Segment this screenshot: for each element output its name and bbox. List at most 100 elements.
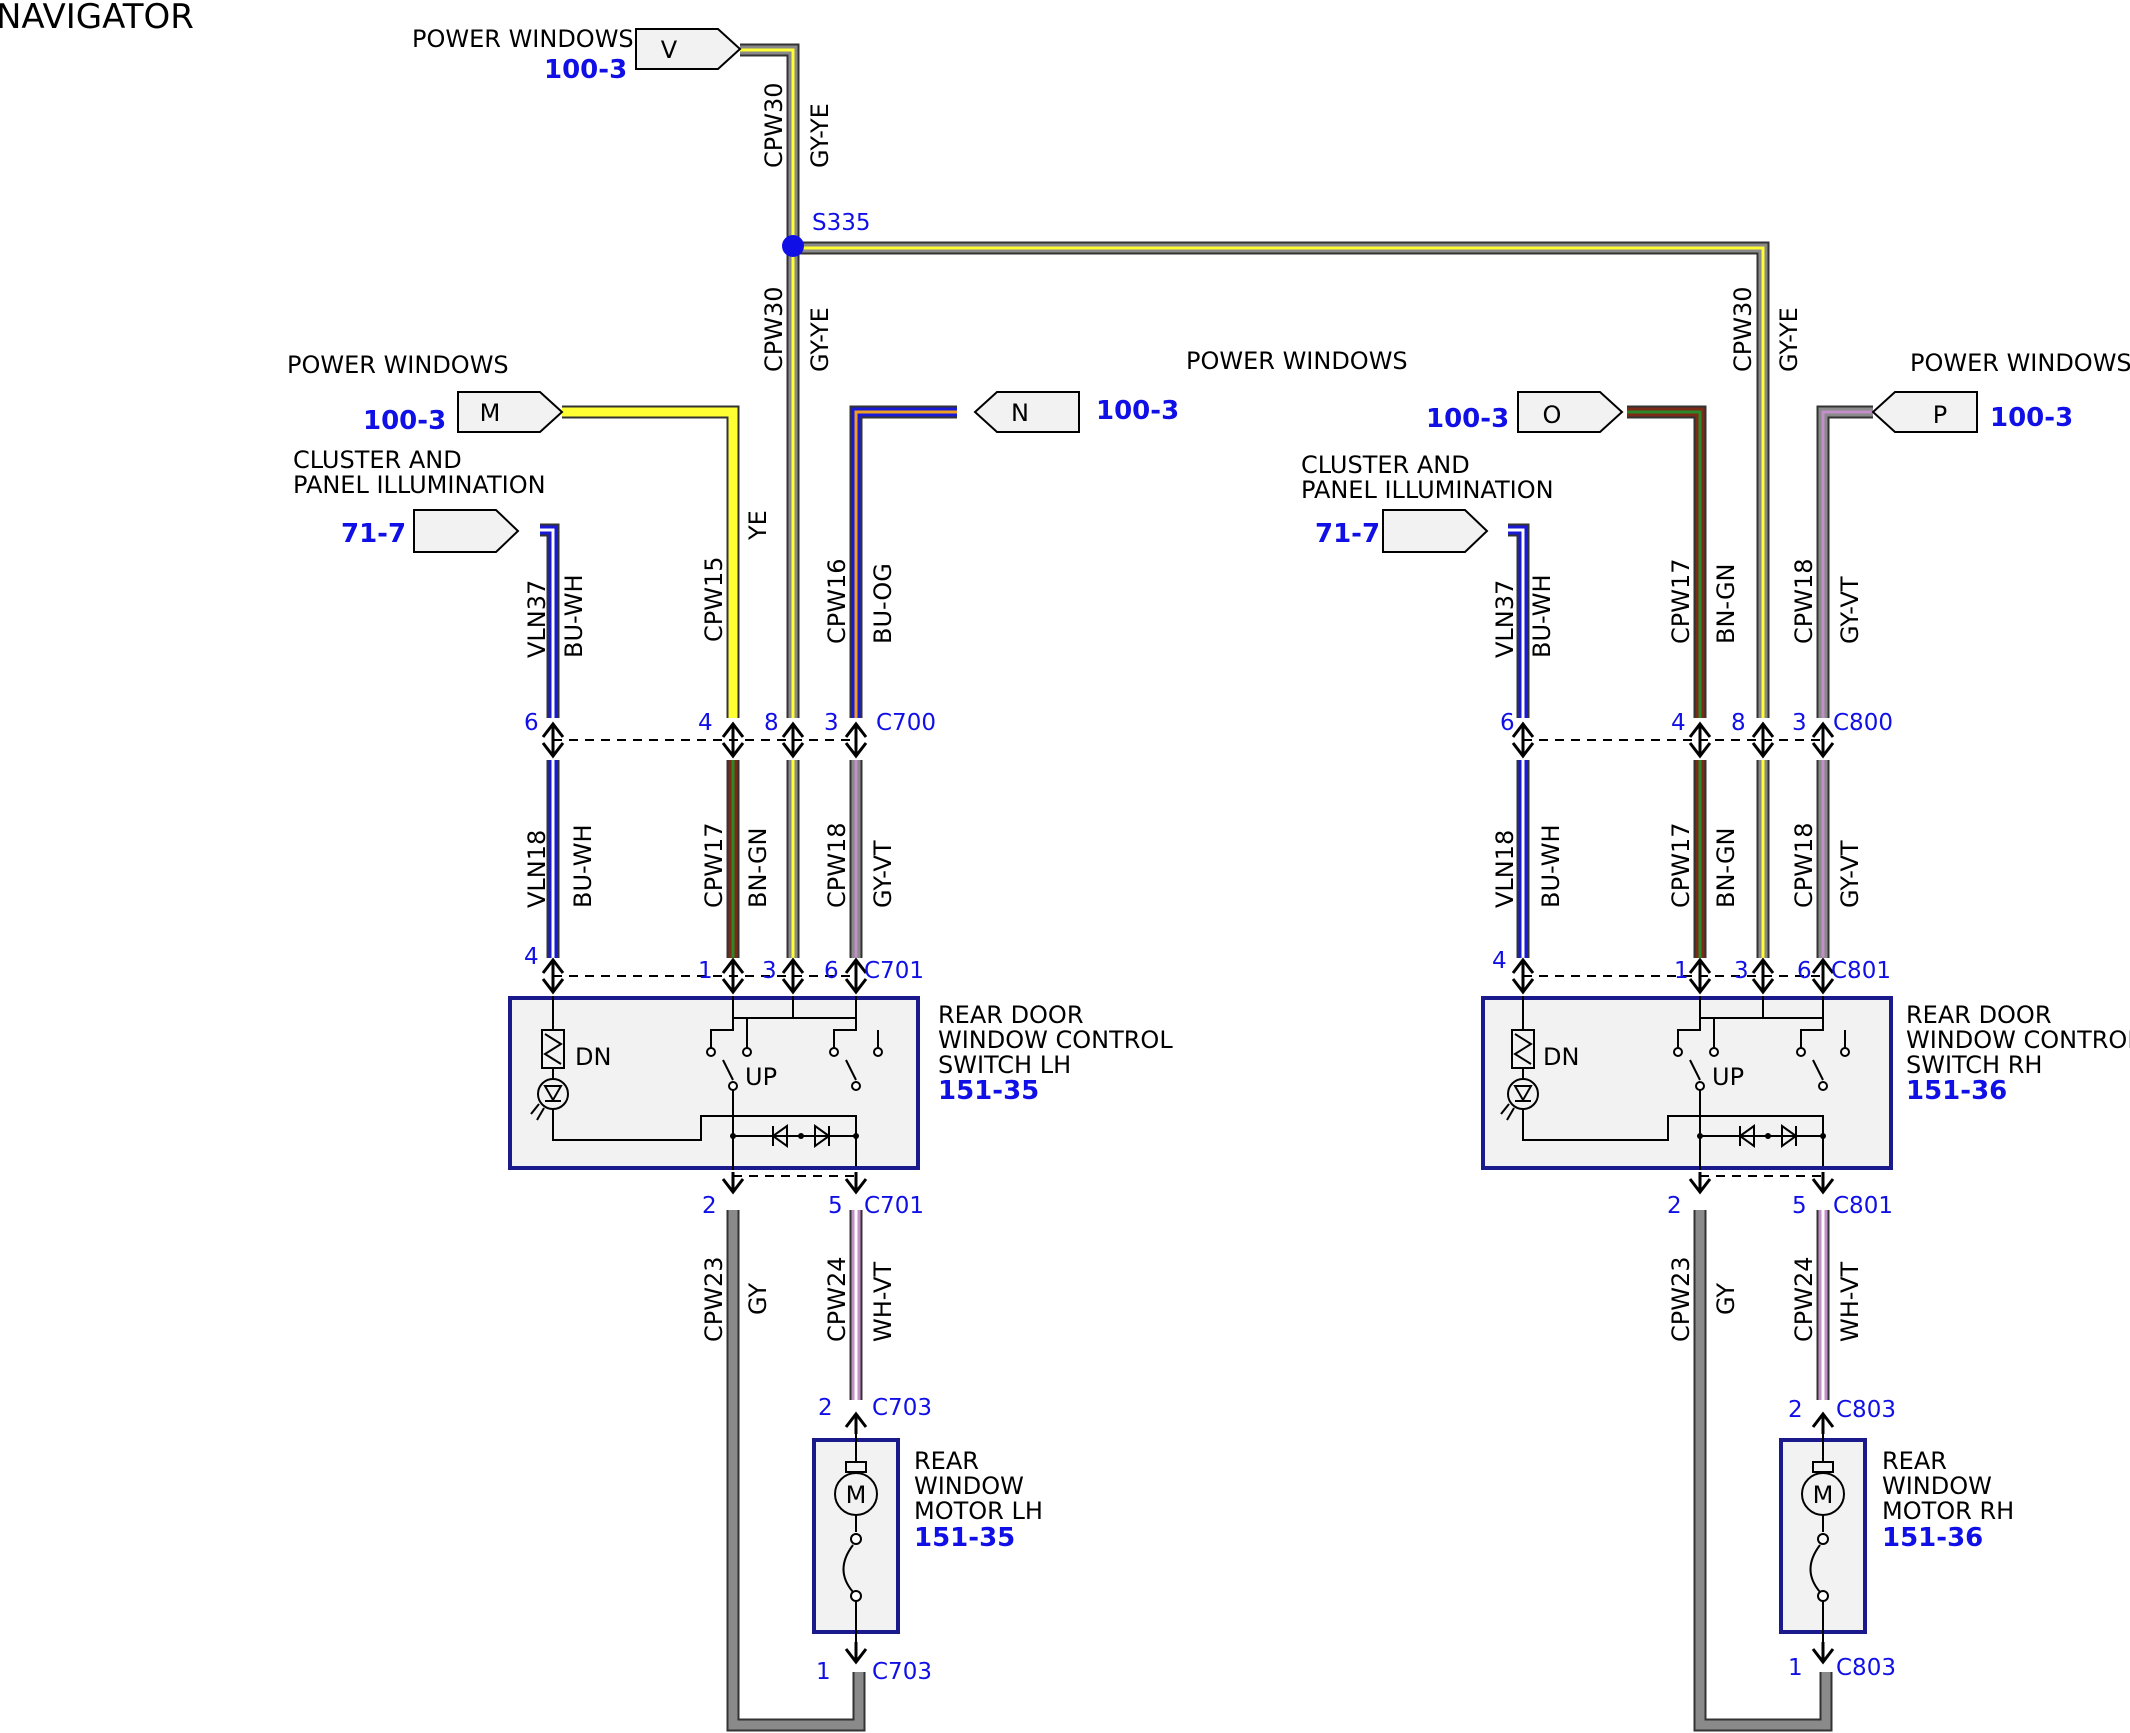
wire-left-vln18-circuit: VLN18 bbox=[523, 830, 551, 908]
wire-right-vln18-color: BU-WH bbox=[1537, 825, 1565, 909]
illum-right-label1: CLUSTER AND bbox=[1301, 451, 1470, 479]
connector-o-shape bbox=[1517, 391, 1624, 433]
right-switch-box-node1 bbox=[1697, 1133, 1703, 1139]
connector-m-shape bbox=[457, 391, 564, 433]
connector-m-letter: M bbox=[480, 399, 501, 427]
right-switch-box-resistor-zig bbox=[1513, 1033, 1533, 1065]
right-switch-box-sw2-pt2 bbox=[1840, 1047, 1850, 1057]
right-motor-box-thermal-arc bbox=[1809, 1544, 1821, 1593]
wire-cpw30-mid-color: GY-YE bbox=[806, 307, 834, 372]
left-motor-label-3: MOTOR LH bbox=[914, 1497, 1043, 1525]
left-switch-box-illum-return bbox=[552, 1109, 857, 1166]
wire-left-cpw23-color: GY bbox=[744, 1283, 772, 1315]
right-switch-box-led-ray2 bbox=[1506, 1107, 1515, 1121]
wire-left-cpw24-circuit: CPW24 bbox=[823, 1257, 851, 1343]
left-c701-pin-3: 3 bbox=[762, 958, 777, 984]
left-switch-box-node2 bbox=[798, 1133, 804, 1139]
wire-left-cpw16-circuit: CPW16 bbox=[823, 559, 851, 645]
wire-left-vln37-circuit: VLN37 bbox=[523, 580, 551, 658]
illum-left-shape bbox=[413, 509, 520, 553]
wire-right-cpw18a-circuit: CPW18 bbox=[1790, 559, 1818, 645]
right-switch-box-diode2 bbox=[1781, 1124, 1798, 1148]
splice-s335-label: S335 bbox=[812, 210, 871, 236]
wire-right-cpw23-circuit: CPW23 bbox=[1667, 1257, 1695, 1343]
left-c701-pin-6: 6 bbox=[824, 958, 839, 984]
left-c700-pin-8: 8 bbox=[764, 710, 779, 736]
right-switch-box-sw1-bot bbox=[1695, 1081, 1705, 1091]
right-motor-ref: 151-36 bbox=[1882, 1523, 1983, 1553]
left-switch-box-resistor-zig bbox=[543, 1033, 563, 1065]
right-switch-box-sw2-arm bbox=[1800, 1018, 1824, 1048]
wire-right-cpw17a-circuit: CPW17 bbox=[1667, 559, 1695, 645]
left-motor-box-thermal-arc bbox=[842, 1544, 854, 1593]
left-c701b-pin-2: 2 bbox=[702, 1193, 717, 1219]
right-c800-label: C800 bbox=[1833, 710, 1893, 736]
wire-left-cpw15-body bbox=[562, 407, 738, 718]
right-switch-box-node3 bbox=[1820, 1133, 1826, 1139]
wire-left-cpw23 bbox=[726, 1210, 866, 1732]
right-c801-label: C801 bbox=[1831, 958, 1891, 984]
wire-right-cpw23-body bbox=[1695, 1210, 1831, 1730]
right-c803-bot-label: C803 bbox=[1836, 1655, 1896, 1681]
wire-right-vln37 bbox=[1508, 523, 1530, 718]
right-c800-pin-3: 3 bbox=[1792, 710, 1807, 736]
wire-left-cpw15-circuit: CPW15 bbox=[700, 557, 728, 643]
wire-right-vln37-circuit: VLN37 bbox=[1491, 580, 1519, 658]
left-switch-box-diode2 bbox=[814, 1124, 831, 1148]
right-c800-pin-8: 8 bbox=[1731, 710, 1746, 736]
left-c700-pin-6: 6 bbox=[524, 710, 539, 736]
left-c701-pin-4: 4 bbox=[524, 944, 539, 970]
illum-left-label1: CLUSTER AND bbox=[293, 446, 462, 474]
left-c701-pin-1: 1 bbox=[698, 958, 713, 984]
illum-right-ref: 71-7 bbox=[1315, 519, 1380, 549]
right-switch-box-sw2-bot bbox=[1818, 1081, 1828, 1091]
left-c700-pin-3: 3 bbox=[824, 710, 839, 736]
left-switch-box-sw1-pt bbox=[706, 1047, 716, 1057]
right-switch-box-sw2-blade bbox=[1812, 1059, 1824, 1081]
left-motor-box-thermal-pt2 bbox=[850, 1590, 862, 1602]
wire-left-cpw16 bbox=[849, 405, 957, 718]
connector-p-ref: 100-3 bbox=[1990, 403, 2073, 433]
wire-left-cpw17-color: BN-GN bbox=[744, 827, 772, 908]
center-power-windows-label: POWER WINDOWS bbox=[1186, 347, 1408, 375]
wire-left-cpw16-color: BU-OG bbox=[869, 563, 897, 644]
right-motor-box-brush bbox=[1812, 1461, 1834, 1473]
right-motor-box: M bbox=[1779, 1434, 1867, 1648]
right-switch-label-2: WINDOW CONTROL bbox=[1906, 1026, 2130, 1054]
left-switch-box-sw2-bot bbox=[851, 1081, 861, 1091]
right-c801b-pin-5: 5 bbox=[1792, 1193, 1807, 1219]
left-switch-box-bus-top bbox=[732, 996, 857, 1019]
wire-cpw30-mid-circuit: CPW30 bbox=[760, 287, 788, 373]
right-switch-label-3: SWITCH RH bbox=[1906, 1051, 2042, 1079]
right-switch-ref: 151-36 bbox=[1906, 1076, 2007, 1106]
right-switch-box-frame bbox=[1481, 996, 1893, 1170]
left-switch-box bbox=[508, 996, 920, 1170]
wire-right-cpw17-color: BN-GN bbox=[1712, 827, 1740, 908]
left-switch-box-diode1 bbox=[771, 1124, 788, 1148]
wire-right-cpw18a-color: GY-VT bbox=[1836, 576, 1864, 644]
connector-m-label: POWER WINDOWS bbox=[287, 351, 509, 379]
wire-cpw30-top-color: GY-YE bbox=[806, 103, 834, 168]
wire-left-cpw16-stripe bbox=[854, 410, 957, 718]
connector-v-label: POWER WINDOWS bbox=[412, 25, 634, 53]
connector-n-letter: N bbox=[1011, 399, 1029, 427]
right-switch-box-led-ring bbox=[1507, 1078, 1539, 1110]
right-c800-pin-4: 4 bbox=[1671, 710, 1686, 736]
left-switch-box-sw1-arm bbox=[710, 1018, 734, 1048]
connector-p-shape bbox=[1871, 391, 1978, 433]
wire-right-vln18-circuit: VLN18 bbox=[1491, 830, 1519, 908]
left-c701b-pin-5: 5 bbox=[828, 1193, 843, 1219]
left-switch-box-sw2-pt bbox=[829, 1047, 839, 1057]
left-switch-dn-label: DN bbox=[575, 1043, 611, 1071]
wire-left-cpw23-circuit: CPW23 bbox=[700, 1257, 728, 1343]
wire-right-cpw17a bbox=[1627, 405, 1707, 718]
right-switch-label-1: REAR DOOR bbox=[1906, 1001, 2052, 1029]
left-switch-label-2: WINDOW CONTROL bbox=[938, 1026, 1173, 1054]
right-motor-label-2: WINDOW bbox=[1882, 1472, 1992, 1500]
connector-v-ref: 100-3 bbox=[544, 55, 627, 85]
left-c700-label: C700 bbox=[876, 710, 936, 736]
illum-right-shape bbox=[1382, 509, 1489, 553]
